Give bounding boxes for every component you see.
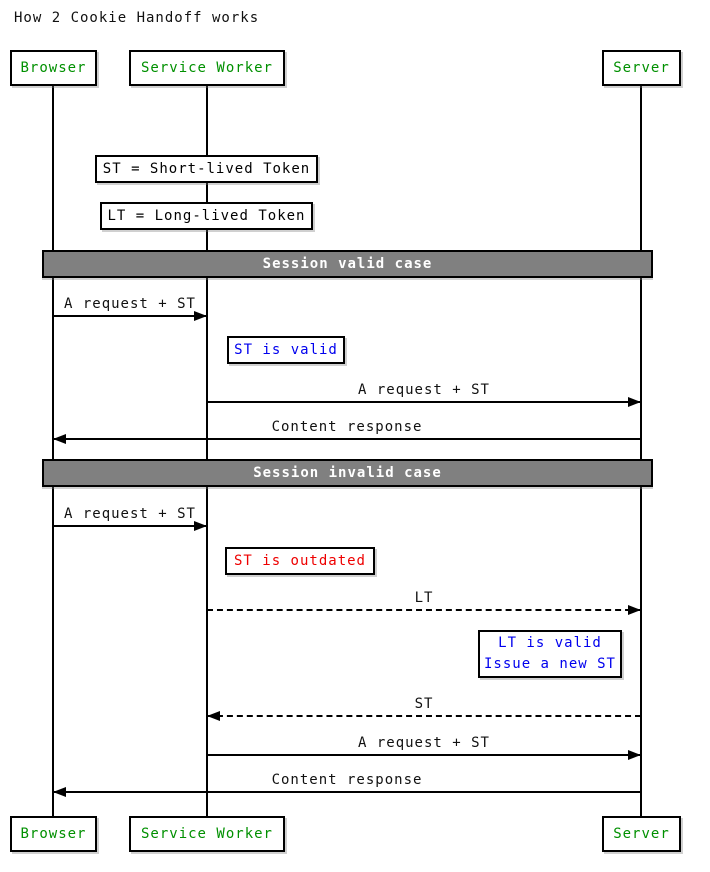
actor-box-server-bottom: Server [602,816,681,852]
actor-label-service-worker-top: Service Worker [140,60,273,76]
message-label: A request + ST [63,296,196,312]
actor-box-server-top: Server [602,50,681,86]
actor-box-browser-top: Browser [10,50,97,86]
actor-label-server-top: Server [613,60,670,76]
message-label: Content response [271,419,423,435]
message-arrow [53,438,641,440]
note-lt-definition: LT = Long-lived Token [100,202,313,230]
actor-box-service-worker-top: Service Worker [129,50,285,86]
message-arrow [53,315,207,317]
message-arrow [207,754,641,756]
actor-label-service-worker-bottom: Service Worker [140,826,273,842]
diagram-title: How 2 Cookie Handoff works [14,10,260,26]
arrowhead-right [628,750,641,760]
divider-session-invalid: Session invalid case [42,459,653,487]
lifeline-server [640,86,642,816]
arrowhead-right [194,311,207,321]
divider-session-valid: Session valid case [42,250,653,278]
message-label: A request + ST [357,735,490,751]
arrowhead-left [207,711,220,721]
note-st-valid: ST is valid [227,336,345,364]
message-label: A request + ST [357,382,490,398]
message-arrow [207,401,641,403]
message-arrow [53,525,207,527]
note-lt-valid-line2: Issue a new ST [483,656,616,672]
arrowhead-right [628,397,641,407]
message-label: A request + ST [63,506,196,522]
actor-box-browser-bottom: Browser [10,816,97,852]
arrowhead-left [53,434,66,444]
message-arrow-dashed [207,715,641,717]
note-st-outdated: ST is outdated [225,547,375,575]
note-lt-valid: LT is valid Issue a new ST [478,630,622,678]
note-st-definition: ST = Short-lived Token [95,155,318,183]
message-arrow [53,791,641,793]
message-label: ST [414,696,434,712]
arrowhead-right [628,605,641,615]
note-lt-valid-line1: LT is valid [498,635,602,651]
message-label: LT [414,590,434,606]
lifeline-browser [52,86,54,816]
actor-label-browser-top: Browser [20,60,87,76]
lifeline-service-worker [206,86,208,816]
actor-box-service-worker-bottom: Service Worker [129,816,285,852]
message-arrow-dashed [207,609,641,611]
actor-label-server-bottom: Server [613,826,670,842]
actor-label-browser-bottom: Browser [20,826,87,842]
arrowhead-right [194,521,207,531]
arrowhead-left [53,787,66,797]
message-label: Content response [271,772,423,788]
